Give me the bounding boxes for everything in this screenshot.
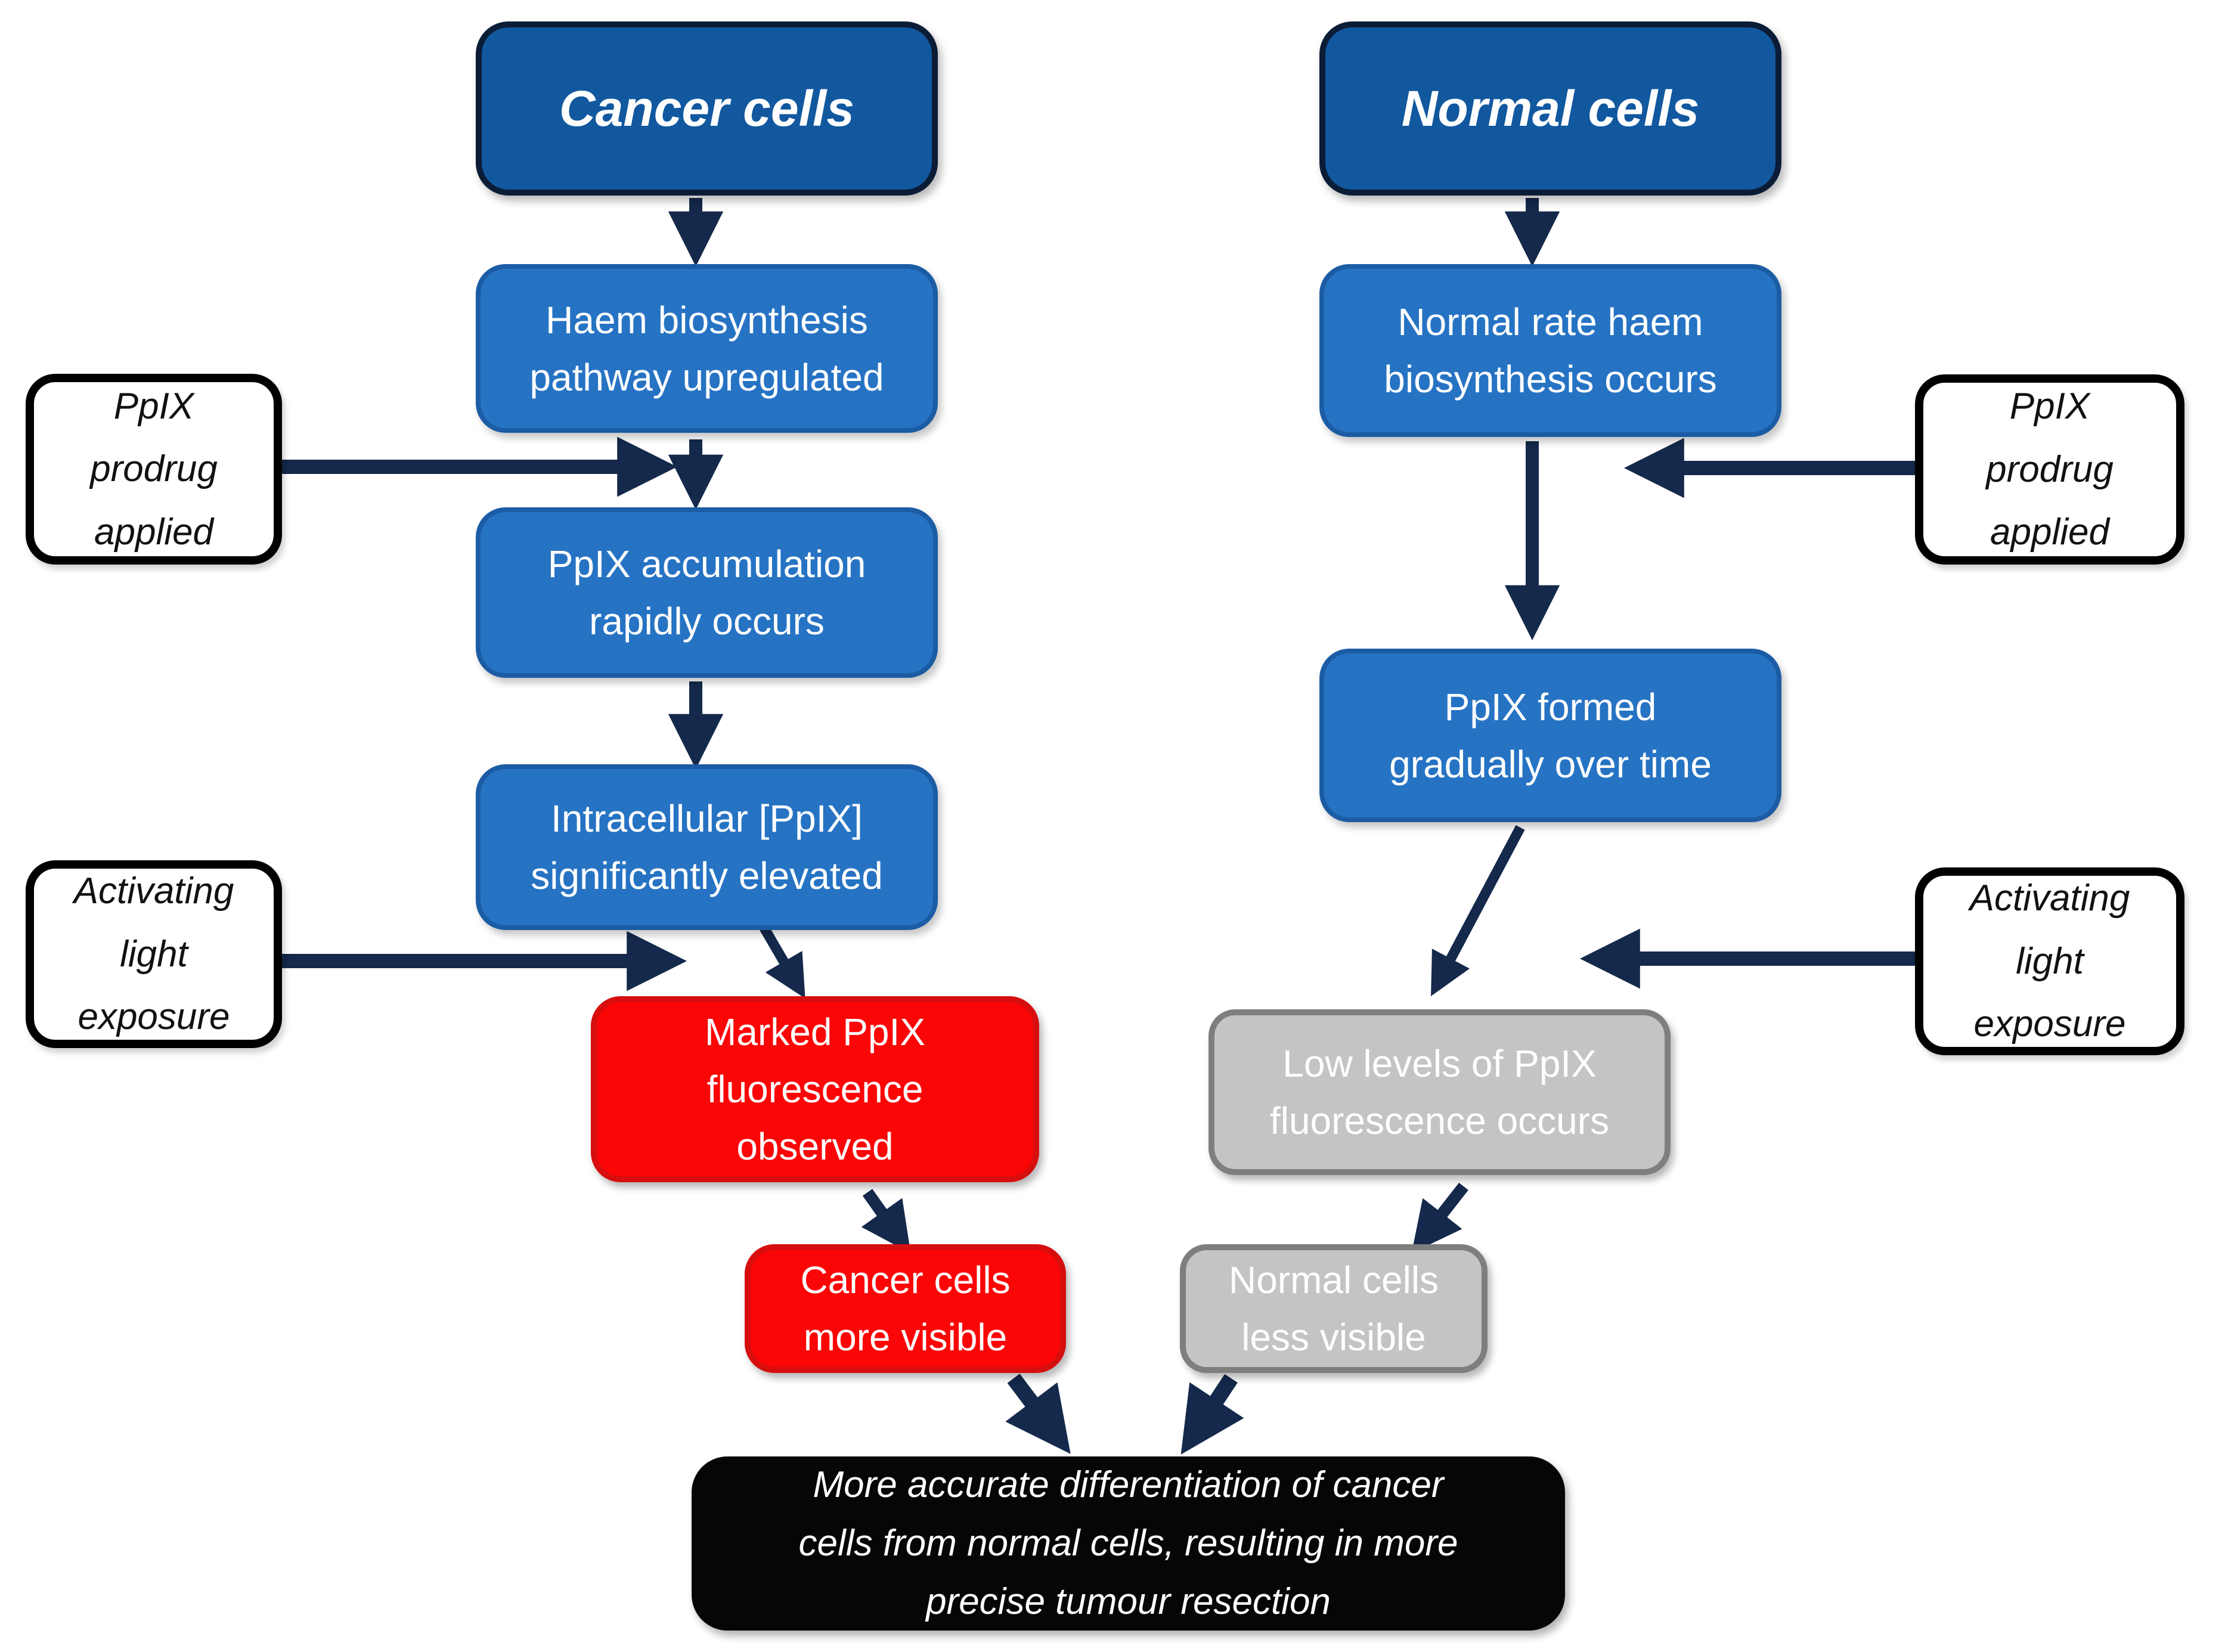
node-outcome: More accurate differentiation of cancer … (692, 1456, 1565, 1631)
node-cancer-more-visible: Cancer cells more visible (745, 1244, 1066, 1373)
arrow-lowlevels-to-lessvisible (1411, 1182, 1468, 1253)
label-ppix-prodrug-left: PpIX prodrug applied (26, 374, 282, 565)
node-marked-fluorescence-label: Marked PpIX fluorescence observed (705, 1011, 925, 1168)
node-ppix-formed-gradually-label: PpIX formed gradually over time (1389, 685, 1712, 786)
label-activating-light-left: Activating light exposure (26, 860, 282, 1048)
node-marked-fluorescence: Marked PpIX fluorescence observed (591, 996, 1039, 1182)
node-intracellular-ppix: Intracellular [PpIX] significantly eleva… (476, 764, 938, 930)
node-intracellular-ppix-label: Intracellular [PpIX] significantly eleva… (531, 797, 883, 897)
node-normal-less-visible: Normal cells less visible (1180, 1244, 1488, 1373)
arrow-intracellular-to-fluorescence (757, 921, 805, 999)
node-ppix-accumulation: PpIX accumulation rapidly occurs (476, 507, 938, 678)
label-ppix-prodrug-left-text: PpIX prodrug applied (90, 385, 218, 553)
node-low-levels-fluorescence: Low levels of PpIX fluorescence occurs (1208, 1009, 1671, 1175)
label-ppix-prodrug-right-text: PpIX prodrug applied (1986, 386, 2114, 553)
node-haem-biosynthesis-label: Haem biosynthesis pathway upregulated (529, 298, 884, 399)
node-normal-cells-header: Normal cells (1319, 21, 1781, 196)
arrow-fluorescence-to-visible (861, 1189, 911, 1254)
node-cancer-more-visible-label: Cancer cells more visible (800, 1259, 1011, 1359)
arrow-normal-to-outcome (1180, 1374, 1244, 1455)
node-ppix-formed-gradually: PpIX formed gradually over time (1319, 649, 1781, 822)
node-normal-cells-header-label: Normal cells (1401, 80, 1700, 137)
label-activating-light-left-text: Activating light exposure (73, 870, 234, 1038)
arrow-formed-to-lowlevels (1431, 825, 1525, 997)
node-normal-less-visible-label: Normal cells less visible (1228, 1259, 1439, 1359)
label-activating-light-right-text: Activating light exposure (1969, 878, 2130, 1045)
node-ppix-accumulation-label: PpIX accumulation rapidly occurs (547, 543, 866, 643)
node-cancer-cells-header-label: Cancer cells (559, 80, 854, 137)
label-ppix-prodrug-right: PpIX prodrug applied (1915, 374, 2184, 565)
label-activating-light-right: Activating light exposure (1915, 867, 2184, 1055)
node-normal-rate-haem-label: Normal rate haem biosynthesis occurs (1384, 300, 1717, 401)
node-haem-biosynthesis: Haem biosynthesis pathway upregulated (476, 264, 938, 433)
node-low-levels-fluorescence-label: Low levels of PpIX fluorescence occurs (1269, 1042, 1610, 1142)
node-normal-rate-haem: Normal rate haem biosynthesis occurs (1319, 264, 1781, 437)
node-outcome-label: More accurate differentiation of cancer … (798, 1464, 1458, 1622)
arrow-cancer-to-outcome (1005, 1374, 1071, 1454)
node-cancer-cells-header: Cancer cells (476, 21, 938, 196)
